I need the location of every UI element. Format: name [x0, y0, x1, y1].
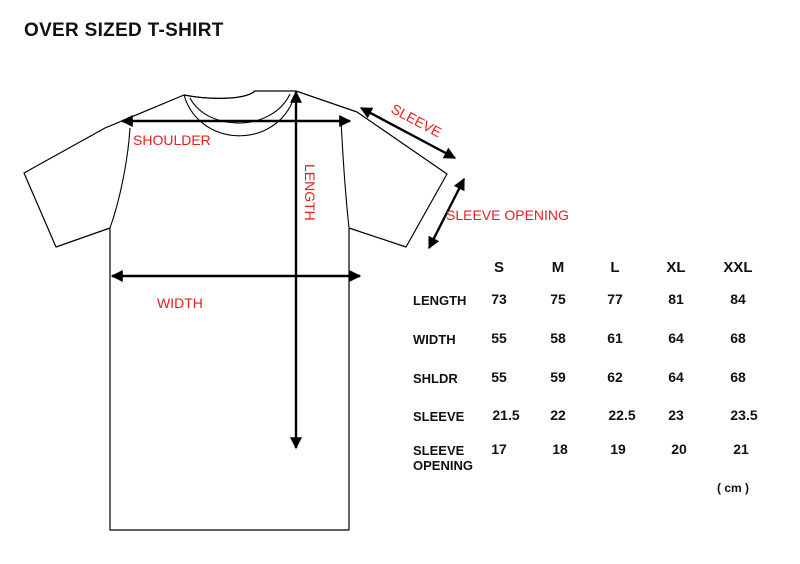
sleeve-arrow: [359, 106, 457, 160]
table-cell: 64: [668, 369, 684, 385]
page-title: OVER SIZED T-SHIRT: [24, 20, 224, 41]
table-cell: 61: [607, 330, 623, 346]
table-cell: 84: [730, 291, 746, 307]
table-cell: 21: [733, 441, 749, 457]
column-header-s: S: [493, 259, 505, 276]
left-sleeve-seam: [109, 127, 131, 229]
table-cell: 62: [607, 369, 623, 385]
row-label-sleeve-opening-line2: OPENING: [413, 458, 473, 473]
column-header-l: L: [610, 259, 620, 276]
table-cell: 77: [607, 291, 623, 307]
row-label-length: LENGTH: [413, 293, 467, 308]
table-cell: 22: [550, 407, 566, 423]
table-cell: 75: [550, 291, 566, 307]
table-cell: 55: [491, 330, 507, 346]
table-cell: 20: [671, 441, 687, 457]
length-label: LENGTH: [302, 164, 318, 221]
table-cell: 59: [550, 369, 566, 385]
width-label: WIDTH: [157, 295, 203, 311]
table-cell: 64: [668, 330, 684, 346]
table-cell: 18: [552, 441, 568, 457]
table-cell: 23: [668, 407, 684, 423]
collar-top: [183, 90, 296, 99]
table-cell: 22.5: [608, 407, 636, 423]
table-cell: 23.5: [730, 407, 758, 423]
column-header-xxl: XXL: [723, 259, 753, 276]
sleeve-opening-label: SLEEVE OPENING: [446, 207, 569, 223]
table-cell: 19: [610, 441, 626, 457]
shoulder-label: SHOULDER: [133, 132, 211, 148]
table-cell: 58: [550, 330, 566, 346]
unit-label: ( cm ): [717, 481, 750, 495]
table-cell: 68: [730, 330, 746, 346]
row-label-sleeve: SLEEVE: [413, 409, 465, 424]
table-cell: 73: [491, 291, 507, 307]
table-cell: 17: [491, 441, 507, 457]
right-sleeve-seam: [340, 119, 350, 229]
sleeve-opening-arrow: [427, 177, 466, 250]
row-label-sleeve-opening: SLEEVE: [413, 443, 465, 458]
table-cell: 21.5: [492, 407, 520, 423]
table-cell: 55: [491, 369, 507, 385]
table-cell: 81: [668, 291, 684, 307]
table-cell: 68: [730, 369, 746, 385]
column-header-m: M: [551, 259, 565, 276]
row-label-shldr: SHLDR: [413, 371, 458, 386]
row-label-width: WIDTH: [413, 332, 456, 347]
column-header-xl: XL: [666, 259, 686, 276]
collar-outer: [183, 90, 297, 137]
